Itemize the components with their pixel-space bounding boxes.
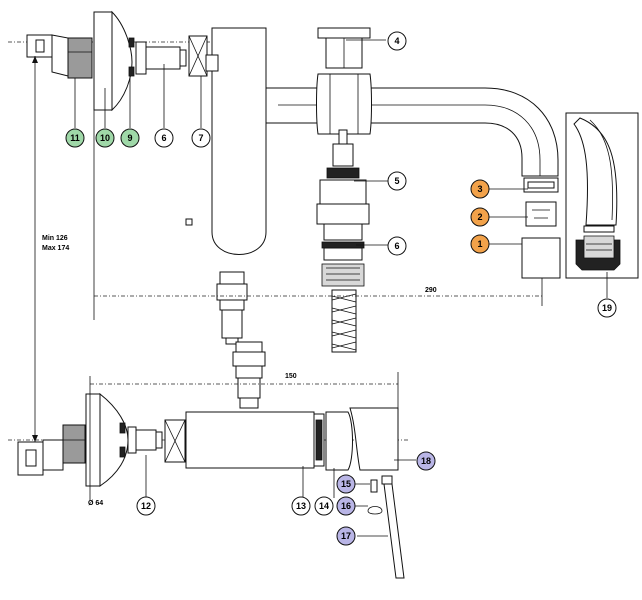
dimension-bottom-width <box>89 372 399 500</box>
callout-19-label: 19 <box>602 303 612 313</box>
valve-cartridge <box>316 129 370 287</box>
callout-2-label: 2 <box>477 212 482 222</box>
dimension-top-width <box>93 110 543 320</box>
bottom-threaded-sleeve <box>62 424 86 464</box>
valve-cap <box>317 27 371 69</box>
callout-14[interactable]: 14 <box>314 496 334 516</box>
bottom-pipe-body <box>185 411 315 469</box>
top-hex-nut <box>188 35 208 77</box>
callout-12[interactable]: 12 <box>136 496 156 516</box>
callout-6a-label: 6 <box>161 133 166 143</box>
callout-7[interactable]: 7 <box>191 128 211 148</box>
bottom-hex-nut <box>164 419 186 463</box>
callout-11[interactable]: 11 <box>65 128 85 148</box>
top-gasket-lower <box>128 66 135 77</box>
callout-9[interactable]: 9 <box>120 128 140 148</box>
flexible-hose-top <box>331 289 357 353</box>
leader-lines <box>74 39 608 537</box>
callout-2[interactable]: 2 <box>470 207 490 227</box>
callout-3[interactable]: 3 <box>470 179 490 199</box>
basin-hole <box>185 218 193 226</box>
middle-connector-lower <box>232 341 266 409</box>
callout-11-label: 11 <box>70 133 80 143</box>
top-threaded-sleeve <box>51 34 93 79</box>
top-gasket <box>128 37 135 48</box>
callout-3-label: 3 <box>477 184 482 194</box>
bottom-gasket-lower <box>119 446 126 458</box>
top-pipe-adapter <box>26 34 53 58</box>
callout-6-nipple[interactable]: 6 <box>154 128 174 148</box>
dim-290-label: 290 <box>425 287 437 294</box>
callout-6-cartridge[interactable]: 6 <box>387 236 407 256</box>
callout-10[interactable]: 10 <box>95 128 115 148</box>
dim-diameter-label: Ø 64 <box>88 500 103 507</box>
spout-pipe <box>265 87 559 177</box>
callout-9-label: 9 <box>127 133 132 143</box>
aerator-stack <box>521 177 561 279</box>
callout-4[interactable]: 4 <box>387 31 407 51</box>
inset-detail-19 <box>565 112 639 279</box>
callout-1-label: 1 <box>477 239 482 249</box>
callout-15-label: 15 <box>341 479 351 489</box>
callout-10-label: 10 <box>100 133 110 143</box>
dimension-vertical <box>32 56 38 442</box>
callout-1[interactable]: 1 <box>470 234 490 254</box>
spout-cross-fitting <box>316 73 372 135</box>
callout-5-label: 5 <box>394 176 399 186</box>
callout-6b-label: 6 <box>394 241 399 251</box>
callout-18[interactable]: 18 <box>416 451 436 471</box>
callout-4-label: 4 <box>394 36 399 46</box>
callout-16-label: 16 <box>341 501 351 511</box>
basin-inlet-stub <box>205 54 219 72</box>
dim-150-label: 150 <box>285 373 297 380</box>
top-connector-nipple <box>135 41 187 75</box>
callout-18-label: 18 <box>421 456 431 466</box>
part-15-pin <box>370 479 378 493</box>
dim-max-label: Max 174 <box>42 245 69 252</box>
bottom-ring-13 <box>313 413 325 467</box>
callout-13-label: 13 <box>296 501 306 511</box>
bottom-cone-14 <box>325 411 353 471</box>
bottom-wall-rosette <box>85 392 129 487</box>
bottom-pipe-adapter <box>17 439 64 476</box>
bottom-outlet-body <box>349 407 399 471</box>
callout-19[interactable]: 19 <box>597 298 617 318</box>
part-16-ring <box>367 506 383 515</box>
callout-15[interactable]: 15 <box>336 474 356 494</box>
callout-12-label: 12 <box>141 501 151 511</box>
dim-min-label: Min 126 <box>42 235 68 242</box>
middle-connector-upper <box>216 271 248 345</box>
callout-13[interactable]: 13 <box>291 496 311 516</box>
part-17-rod <box>381 475 405 579</box>
callout-17[interactable]: 17 <box>336 526 356 546</box>
callout-7-label: 7 <box>198 133 203 143</box>
basin-body <box>211 27 267 255</box>
top-wall-rosette <box>93 10 133 112</box>
callout-5[interactable]: 5 <box>387 171 407 191</box>
bottom-gasket <box>119 422 126 434</box>
callout-16[interactable]: 16 <box>336 496 356 516</box>
callout-17-label: 17 <box>341 531 351 541</box>
callout-14-label: 14 <box>319 501 329 511</box>
bottom-connector-nipple <box>127 426 163 454</box>
